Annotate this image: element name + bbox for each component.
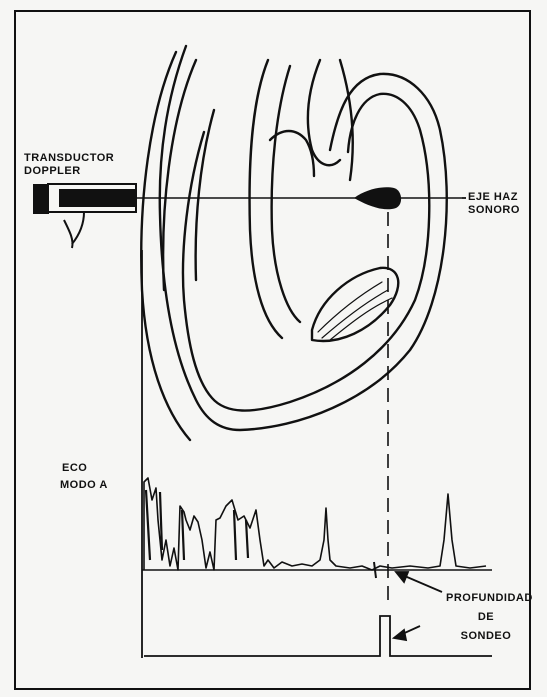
transducer-label-line2: DOPPLER — [24, 165, 124, 178]
sondeo-arrow-head — [394, 630, 406, 640]
depth-gate-pulse — [144, 616, 492, 656]
beam-axis-label-line2: SONORO — [468, 204, 528, 217]
probe-sleeve — [60, 190, 136, 206]
chamber-upper — [340, 60, 353, 180]
echo-mode-label: ECO MODO A — [60, 462, 140, 492]
depth-arrow-head — [396, 572, 408, 582]
echo-label-line1: ECO — [60, 462, 140, 475]
left-wall-3 — [196, 110, 214, 280]
depth-label-line2: DE — [446, 611, 526, 624]
depth-label-line1: PROFUNDIDAD — [446, 592, 526, 605]
transducer-label-line1: TRANSDUCTOR — [24, 152, 124, 165]
beam-axis-label-line1: EJE HAZ — [468, 191, 528, 204]
echo-label-line2: MODO A — [60, 479, 140, 492]
depth-label: PROFUNDIDAD DE SONDEO — [446, 592, 526, 643]
arrows — [394, 198, 466, 640]
transducer-label: TRANSDUCTOR DOPPLER — [24, 152, 124, 178]
a-mode-echo-trace — [142, 478, 492, 578]
depth-label-line3: SONDEO — [446, 630, 526, 643]
chordae-3 — [330, 298, 392, 340]
septum-left — [250, 60, 282, 338]
probe-head — [34, 185, 48, 213]
left-wall-2 — [163, 60, 196, 290]
probe-cable — [64, 220, 73, 248]
depth-mark-tick — [374, 562, 376, 578]
beam-axis-label: EJE HAZ SONORO — [468, 191, 528, 217]
papillary-muscle — [312, 268, 398, 341]
septum-right — [272, 66, 300, 322]
transducer-probe — [34, 184, 136, 248]
chordae-2 — [322, 290, 388, 338]
sample-volume — [354, 187, 401, 209]
valve-right — [308, 60, 340, 165]
probe-cable-2 — [72, 212, 84, 244]
